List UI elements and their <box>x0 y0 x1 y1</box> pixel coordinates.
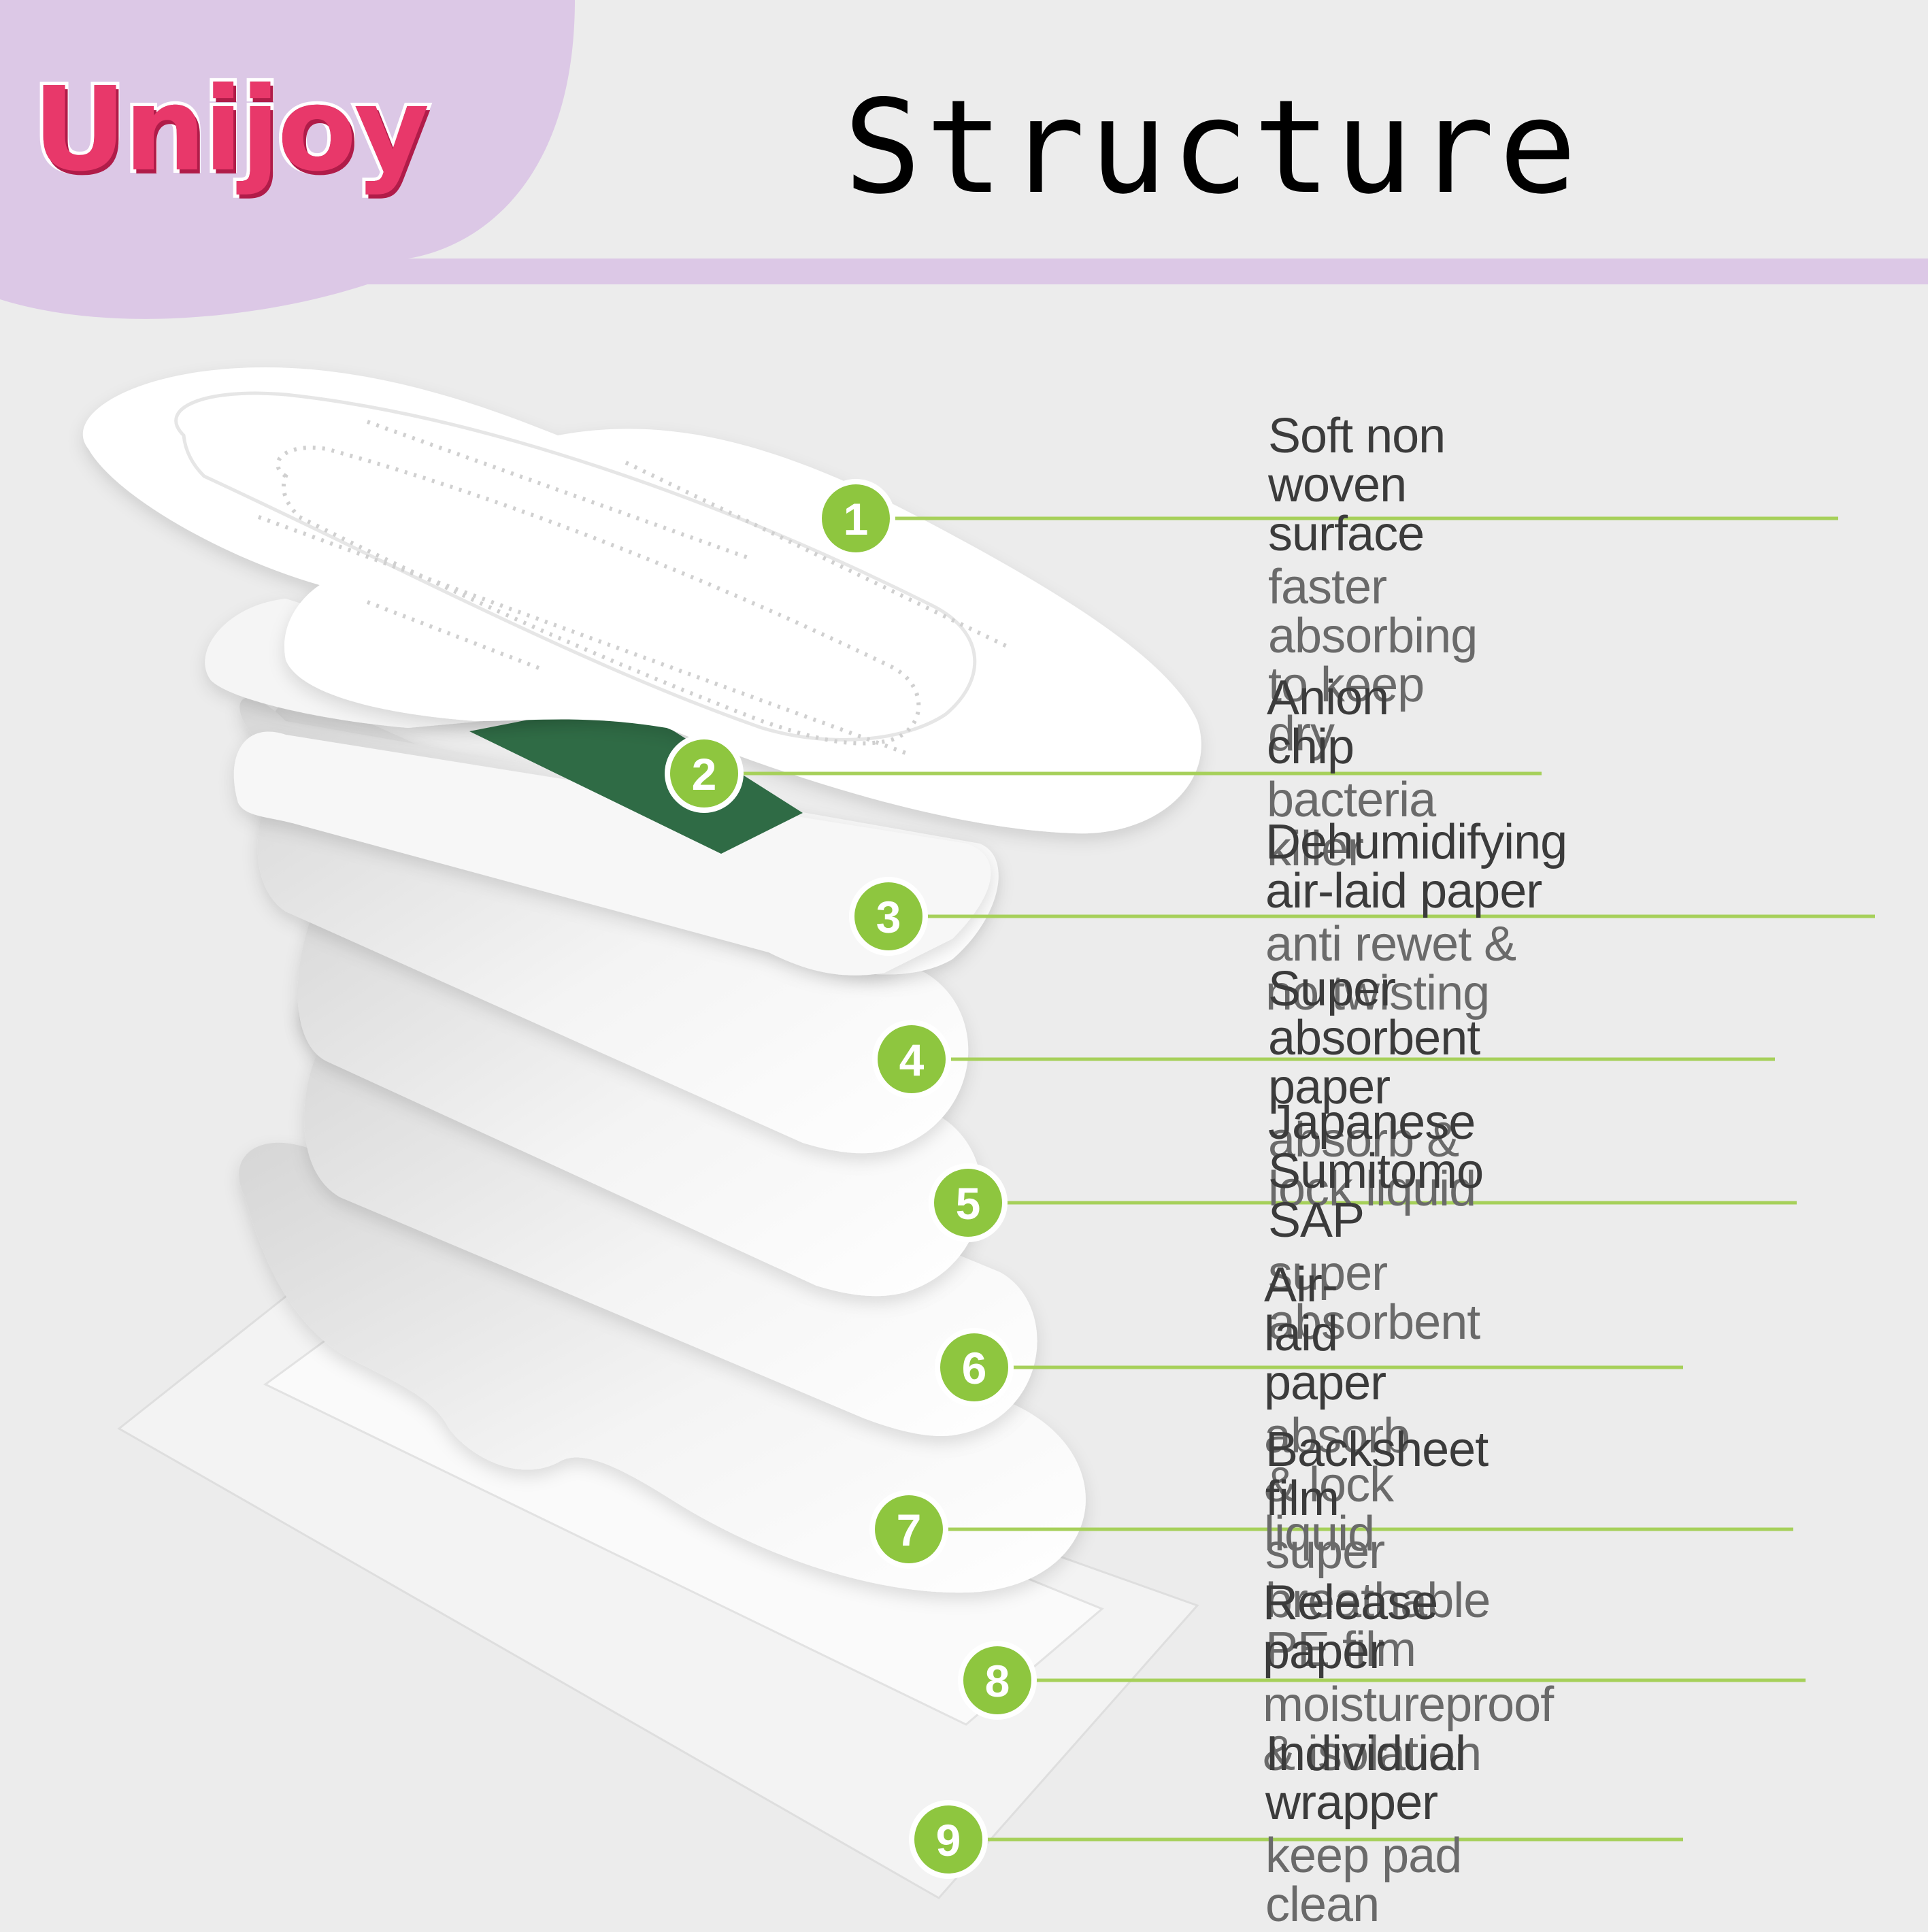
layer-subtitle-1: faster absorbing to keep dry <box>1268 560 1478 761</box>
layer-title-6: Air-laid paper <box>1264 1258 1386 1410</box>
badge-number-8: 8 <box>985 1656 1010 1706</box>
badge-number-3: 3 <box>876 892 901 942</box>
badge-5: 5 <box>929 1163 1008 1242</box>
layer-title-5: Japanese Sumitomo SAP <box>1268 1095 1484 1248</box>
layer-subtitle-3: anti rewet & no twisting <box>1265 917 1516 1020</box>
layer-title-2: Anion chip <box>1267 671 1389 774</box>
badge-3: 3 <box>849 877 928 956</box>
layer-subtitle-7: super breathable PE film <box>1265 1525 1491 1677</box>
header-band <box>0 0 1928 319</box>
layer-anion-chip <box>469 701 803 854</box>
layer-title-4: Super absorbent paper <box>1268 962 1480 1114</box>
layer-subtitle-2: bacteria killer <box>1267 773 1436 876</box>
badge-6: 6 <box>935 1328 1014 1407</box>
layer-subtitle-6: absorb & lock liquid <box>1264 1409 1410 1561</box>
page-title: Structure <box>844 72 1581 222</box>
layer-subtitle-9: keep pad clean <box>1265 1829 1462 1932</box>
layer-title-7: Backsheet film <box>1265 1422 1489 1526</box>
layer-backsheet-film <box>239 1142 1086 1593</box>
badge-9: 9 <box>909 1800 988 1879</box>
badge-4: 4 <box>872 1020 951 1099</box>
layer-subtitle-4: absorb & lock liquid <box>1268 1113 1476 1216</box>
layer-soft-surface <box>82 367 1201 834</box>
badge-number-4: 4 <box>899 1035 925 1085</box>
layer-title-3: Dehumidifying air-laid paper <box>1265 815 1567 918</box>
layer-title-1: Soft non woven surface <box>1268 409 1446 561</box>
layer-subtitle-5: super absorbent <box>1268 1246 1480 1350</box>
badge-7: 7 <box>869 1490 948 1569</box>
exploded-layers-illustration: 1 2 3 4 5 6 7 8 9 <box>82 367 1875 1899</box>
badge-number-7: 7 <box>897 1505 922 1555</box>
layer-title-9: Individual wrapper <box>1265 1727 1466 1830</box>
badge-2: 2 <box>665 734 744 813</box>
badge-number-2: 2 <box>692 749 717 799</box>
badge-number-9: 9 <box>936 1815 961 1865</box>
layer-subtitle-8: moistureproof & isolation <box>1263 1678 1554 1781</box>
badge-number-1: 1 <box>844 494 869 544</box>
badge-1: 1 <box>816 479 895 558</box>
badge-number-5: 5 <box>956 1178 981 1229</box>
badge-number-6: 6 <box>962 1343 987 1393</box>
brand-logo: Unijoy <box>29 59 433 201</box>
brand-logo-text: Unijoy <box>29 59 433 201</box>
layer-title-8: Release paper <box>1263 1576 1438 1679</box>
badge-8: 8 <box>958 1641 1037 1720</box>
